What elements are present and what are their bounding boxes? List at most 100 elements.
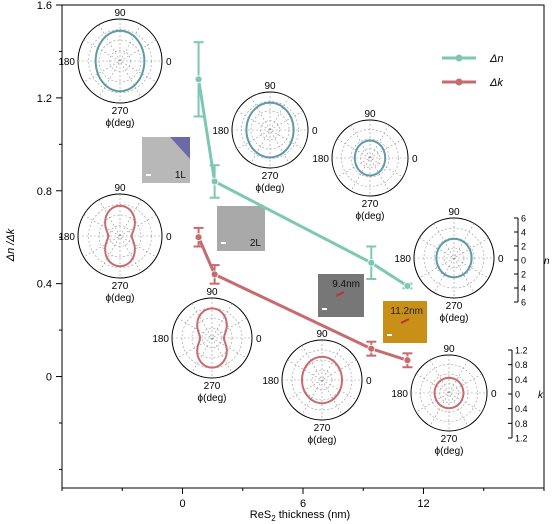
scale-marker <box>221 242 226 244</box>
polar-label-90: 90 <box>264 81 276 92</box>
series-layer <box>193 41 413 369</box>
y-tick-label: 1.6 <box>37 0 52 12</box>
polar-label-180: 180 <box>212 126 229 137</box>
polar-curve <box>300 355 344 405</box>
data-point <box>194 75 203 84</box>
polar-label-270: 270 <box>314 423 331 434</box>
y-tick-label: 0.8 <box>37 186 52 198</box>
x-tick-label: 0 <box>179 498 185 510</box>
flake-shape <box>335 291 345 297</box>
polar-label-180: 180 <box>391 389 408 400</box>
polar-curve <box>94 29 146 93</box>
polar-label-90: 90 <box>448 207 460 218</box>
polar-label-270: 270 <box>441 434 458 445</box>
polar-axis-label: ϕ(deg) <box>356 211 385 222</box>
micrograph-4: 11.2nm <box>383 301 427 343</box>
polar-label-180: 180 <box>312 154 329 165</box>
scale-tick-label: 6 <box>521 214 526 224</box>
scale-tick-label: 6 <box>521 298 526 308</box>
polar-label-0: 0 <box>412 154 418 165</box>
data-point <box>367 344 376 353</box>
polar-spoke <box>336 138 404 178</box>
polar-axis-label: ϕ(deg) <box>106 293 135 304</box>
polar-curve <box>245 101 295 159</box>
polar-label-270: 270 <box>204 381 221 392</box>
k-scale-bar: 1.20.80.400.40.81.2k <box>508 346 544 444</box>
series-dk <box>193 226 413 369</box>
scale-tick-label: 0.4 <box>515 404 528 414</box>
polar-label-270: 270 <box>112 106 129 117</box>
scale-title: n <box>544 256 550 267</box>
legend-label: Δn <box>489 53 504 65</box>
x-tick-label: 12 <box>417 498 429 510</box>
y-tick-label: 0.4 <box>37 279 52 291</box>
polar-axis-label: ϕ(deg) <box>256 183 285 194</box>
axes: 0 6 12 0 0.4 0.8 1.2 1.6 <box>37 0 545 510</box>
micrograph-label: 2L <box>250 238 262 249</box>
polar-label-90: 90 <box>114 8 126 19</box>
polar-spoke <box>415 373 483 413</box>
polar-curve <box>104 204 136 268</box>
legend-marker <box>455 54 463 62</box>
x-tick-label: 6 <box>300 498 306 510</box>
polar-curve <box>433 376 465 410</box>
legend-marker <box>455 78 463 86</box>
micrograph-3: 9.4nm <box>318 274 364 317</box>
polar-spoke <box>83 214 157 258</box>
polar-axis-label: ϕ(deg) <box>198 393 227 404</box>
polar-label-0: 0 <box>256 334 262 345</box>
data-point <box>403 282 412 290</box>
scale-tick-label: 2 <box>521 270 526 280</box>
polar-label-180: 180 <box>58 232 75 243</box>
polar-curve <box>353 139 387 177</box>
polar-label-270: 270 <box>446 301 463 312</box>
polar-label-0: 0 <box>312 126 318 137</box>
polar-label-180: 180 <box>152 334 169 345</box>
micrograph-label: 1L <box>175 170 187 181</box>
scale-tick-label: 2 <box>521 242 526 252</box>
scale-tick-label: 1.2 <box>515 434 528 444</box>
polar-curve <box>196 307 228 369</box>
scale-tick-label: 4 <box>521 284 526 294</box>
polar-spoke <box>83 39 157 83</box>
y-tick-label: 1.2 <box>37 93 52 105</box>
polar-label-0: 0 <box>366 376 372 387</box>
series-line <box>197 236 408 362</box>
polar-axis-label: ϕ(deg) <box>440 313 469 324</box>
polar-spoke <box>287 359 357 401</box>
micrograph-1: 1L <box>142 137 190 183</box>
data-point <box>194 233 203 242</box>
scale-tick-label: 0.8 <box>515 360 528 370</box>
polar-label-270: 270 <box>262 171 279 182</box>
legend-label: Δk <box>489 77 503 89</box>
series-line <box>197 79 409 288</box>
data-point <box>210 177 219 186</box>
scale-tick-label: 0.8 <box>515 419 528 429</box>
scale-title: k <box>538 390 544 401</box>
scale-tick-label: 1.2 <box>515 346 528 356</box>
polar-label-0: 0 <box>491 389 497 400</box>
scale-tick-label: 0.4 <box>515 375 528 385</box>
polar-label-180: 180 <box>262 376 279 387</box>
series-dn <box>193 41 413 290</box>
scale-marker <box>387 334 392 336</box>
scale-tick-label: 4 <box>521 228 526 238</box>
polar-label-90: 90 <box>364 109 376 120</box>
polar-label-270: 270 <box>362 199 379 210</box>
polar-label-90: 90 <box>443 344 455 355</box>
polar-label-180: 180 <box>394 254 411 265</box>
polar-label-270: 270 <box>112 281 129 292</box>
polar-label-90: 90 <box>206 287 218 298</box>
polar-spoke <box>419 237 489 279</box>
polar-label-0: 0 <box>166 57 172 68</box>
scale-marker <box>146 174 151 176</box>
